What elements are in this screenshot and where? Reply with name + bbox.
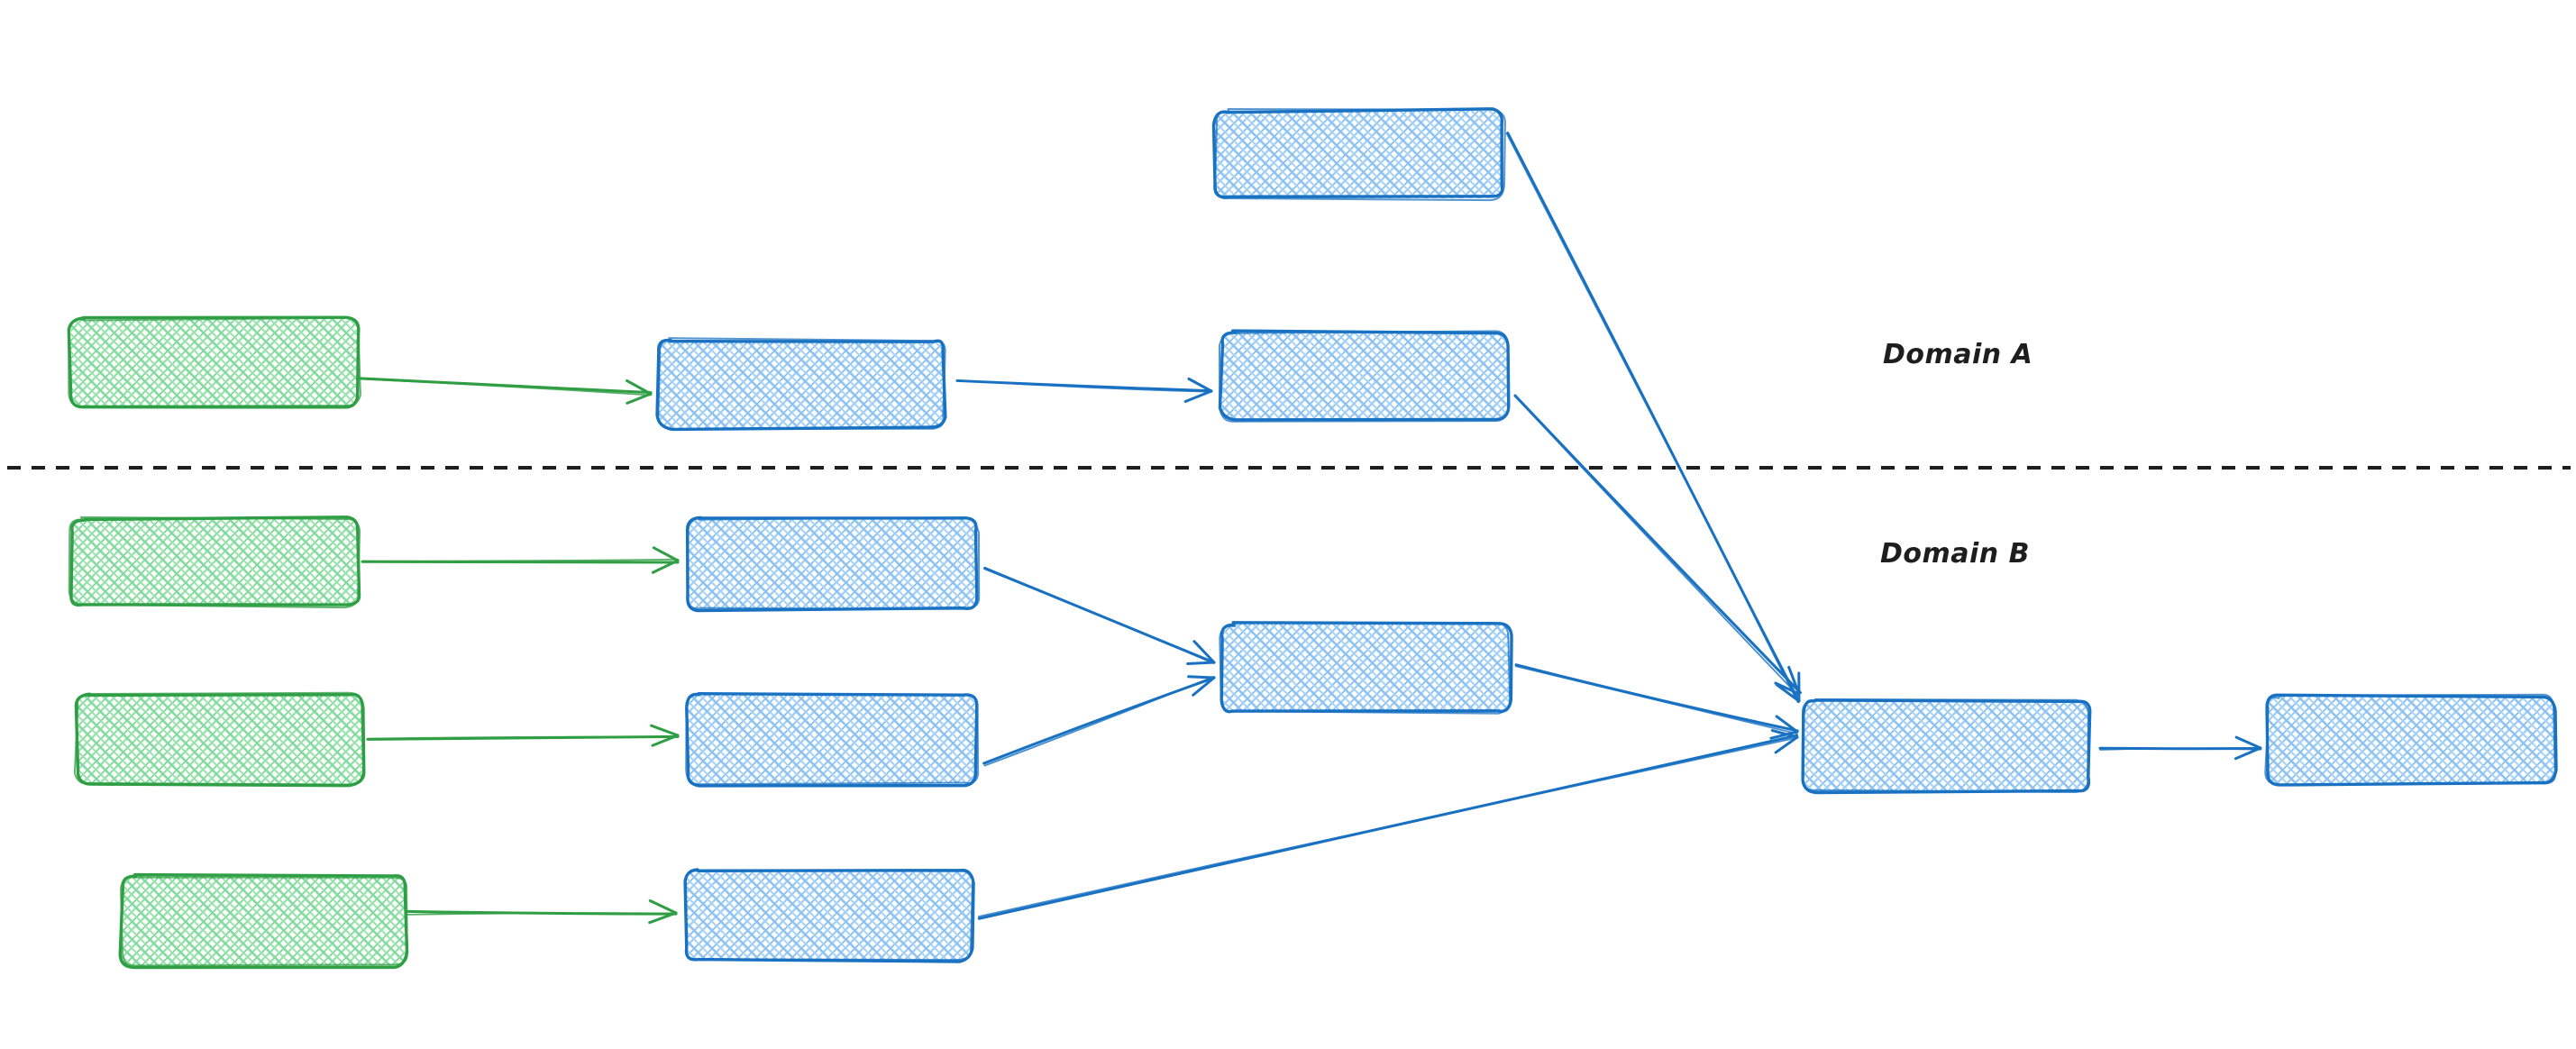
diagram-edge[interactable] bbox=[955, 377, 1213, 403]
edge-line bbox=[361, 558, 679, 562]
node-fill bbox=[1221, 331, 1509, 421]
node-outline bbox=[657, 337, 946, 430]
edge-line bbox=[956, 379, 1212, 393]
edge-arrowhead bbox=[651, 559, 680, 574]
edge-line bbox=[360, 378, 652, 397]
edge-arrowhead bbox=[1787, 665, 1801, 696]
diagram-node[interactable] bbox=[68, 515, 361, 609]
node-outline bbox=[1218, 330, 1510, 423]
edge-arrowhead bbox=[1775, 715, 1799, 734]
node-fill bbox=[684, 869, 973, 961]
diagram-edge[interactable] bbox=[1505, 132, 1801, 703]
edge-line bbox=[983, 568, 1215, 664]
node-fill bbox=[70, 517, 360, 606]
node-outline bbox=[120, 874, 408, 967]
edge-arrowhead bbox=[648, 911, 678, 925]
diagram-edge[interactable] bbox=[1514, 663, 1799, 740]
edge-line bbox=[1513, 394, 1802, 695]
edge-arrowhead bbox=[1774, 681, 1801, 696]
edge-arrowhead bbox=[1186, 661, 1216, 665]
edges-layer bbox=[359, 132, 2262, 925]
edge-arrowhead bbox=[652, 546, 680, 562]
diagram-node[interactable] bbox=[1219, 621, 1513, 715]
edge-arrowhead bbox=[1774, 735, 1799, 754]
diagram-node[interactable] bbox=[67, 315, 361, 409]
diagram-edge[interactable] bbox=[977, 729, 1799, 920]
node-fill bbox=[1802, 700, 2090, 792]
edge-arrowhead bbox=[625, 379, 653, 396]
edge-arrowhead bbox=[1192, 676, 1216, 697]
edge-line bbox=[977, 736, 1798, 917]
diagram-node[interactable] bbox=[2264, 693, 2558, 787]
diagram-node[interactable] bbox=[73, 691, 366, 788]
node-outline bbox=[1214, 108, 1506, 202]
node-outline bbox=[2264, 693, 2556, 787]
node-outline bbox=[1211, 107, 1504, 199]
labels-layer: Domain A Domain B bbox=[1880, 339, 2032, 570]
edge-line bbox=[1505, 132, 1801, 702]
edge-arrowhead bbox=[648, 898, 678, 915]
edge-line bbox=[1514, 663, 1799, 733]
diagram-node[interactable] bbox=[685, 692, 980, 788]
node-outline bbox=[1801, 698, 2090, 793]
node-outline bbox=[68, 316, 361, 408]
diagram-edge[interactable] bbox=[359, 377, 653, 405]
edge-arrowhead bbox=[1775, 683, 1801, 703]
node-fill bbox=[2266, 696, 2556, 785]
diagram-node[interactable] bbox=[118, 872, 409, 970]
diagram-edge[interactable] bbox=[406, 898, 678, 925]
node-outline bbox=[684, 869, 974, 962]
edge-arrowhead bbox=[1187, 377, 1213, 393]
node-fill bbox=[686, 693, 978, 784]
edge-line bbox=[406, 912, 677, 916]
edge-arrowhead bbox=[1183, 389, 1213, 403]
edge-arrowhead bbox=[1187, 675, 1216, 680]
diagram-edge[interactable] bbox=[361, 546, 680, 574]
node-outline bbox=[686, 515, 981, 610]
node-fill bbox=[121, 875, 406, 967]
edge-arrowhead bbox=[1192, 640, 1216, 664]
diagram-edge[interactable] bbox=[983, 566, 1216, 665]
node-outline bbox=[73, 691, 365, 786]
diagram-edge[interactable] bbox=[982, 675, 1216, 767]
node-outline bbox=[68, 515, 361, 609]
edge-line bbox=[367, 735, 679, 740]
diagram-edge[interactable] bbox=[2098, 735, 2262, 761]
diagram-node[interactable] bbox=[1801, 698, 2092, 795]
label-domain-a: Domain A bbox=[1883, 339, 2032, 370]
edge-arrowhead bbox=[650, 724, 680, 737]
node-fill bbox=[1220, 624, 1511, 713]
nodes-layer bbox=[67, 107, 2558, 970]
edge-arrowhead bbox=[626, 392, 653, 405]
edge-arrowhead bbox=[1770, 729, 1799, 739]
edge-arrowhead bbox=[2234, 735, 2262, 750]
diagram-node[interactable] bbox=[1218, 329, 1511, 423]
edge-arrowhead bbox=[2233, 746, 2262, 761]
diagram-node[interactable] bbox=[685, 515, 981, 613]
node-fill bbox=[686, 518, 978, 610]
label-domain-b: Domain B bbox=[1880, 538, 2030, 570]
diagram-edge[interactable] bbox=[366, 724, 680, 747]
edge-line bbox=[983, 675, 1215, 767]
node-outline bbox=[685, 693, 980, 786]
edge-line bbox=[2099, 747, 2261, 751]
edge-line bbox=[1513, 395, 1799, 697]
node-fill bbox=[1214, 110, 1504, 199]
node-fill bbox=[657, 340, 945, 429]
diagram-node[interactable] bbox=[1211, 107, 1506, 202]
diagram-node[interactable] bbox=[655, 337, 947, 432]
edge-line bbox=[1514, 665, 1798, 734]
diagram-edge[interactable] bbox=[1513, 394, 1802, 697]
edge-arrowhead bbox=[651, 734, 680, 747]
node-outline bbox=[1219, 621, 1512, 715]
diagram-node[interactable] bbox=[683, 868, 975, 963]
node-fill bbox=[70, 318, 360, 407]
node-fill bbox=[76, 693, 364, 784]
